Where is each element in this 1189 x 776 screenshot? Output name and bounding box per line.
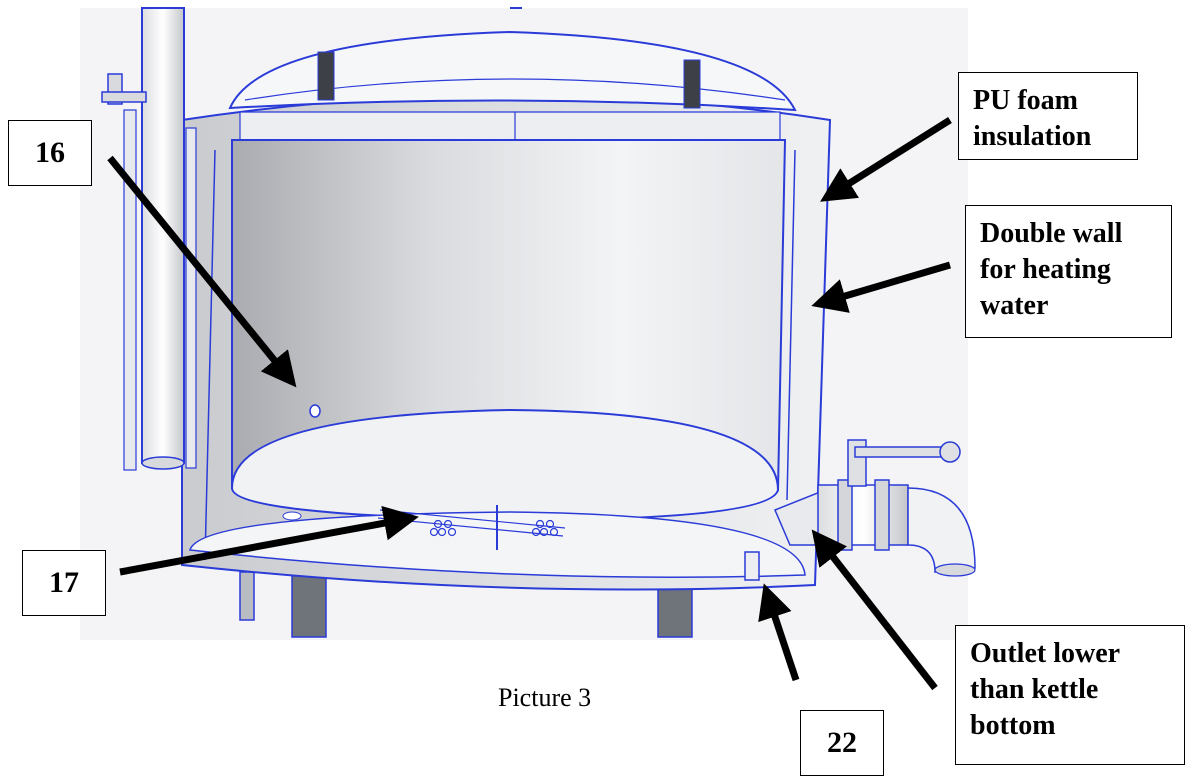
outlet-valve-handle [847,439,961,487]
arrow-outlet [811,529,938,691]
double-wall-line-3: water [980,290,1049,321]
figure-caption: Picture 3 [498,683,592,712]
outlet-line-2: than kettle [970,674,1099,705]
callout-22: 22 [800,710,884,776]
pu-foam-line-2: insulation [973,121,1092,152]
callout-17: 17 [22,550,106,616]
callout-outlet: Outlet lower than kettle bottom [955,625,1185,765]
double-wall-line-2: for heating [980,254,1111,285]
arrows [107,117,952,691]
callout-pu-foam-insulation: PU foam insulation [958,72,1138,160]
outlet-line-1: Outlet lower [970,638,1121,669]
lid-clamps [317,51,701,109]
arrow-22 [758,583,800,682]
arrow-16 [107,155,297,388]
valve-handle-left [101,73,147,105]
kettle-lid [228,30,797,112]
callout-double-wall: Double wall for heating water [965,205,1172,338]
outlet-line-3: bottom [970,710,1056,741]
arrow-17 [119,505,419,576]
kettle-bottom [230,408,780,522]
bottom-drain [744,551,760,581]
double-wall-line-1: Double wall [980,218,1123,249]
callout-16: 16 [8,120,92,186]
pu-foam-line-1: PU foam [973,85,1078,116]
sensor-port [309,404,321,418]
arrow-pu-foam [820,117,952,202]
arrow-double-wall [811,261,951,313]
